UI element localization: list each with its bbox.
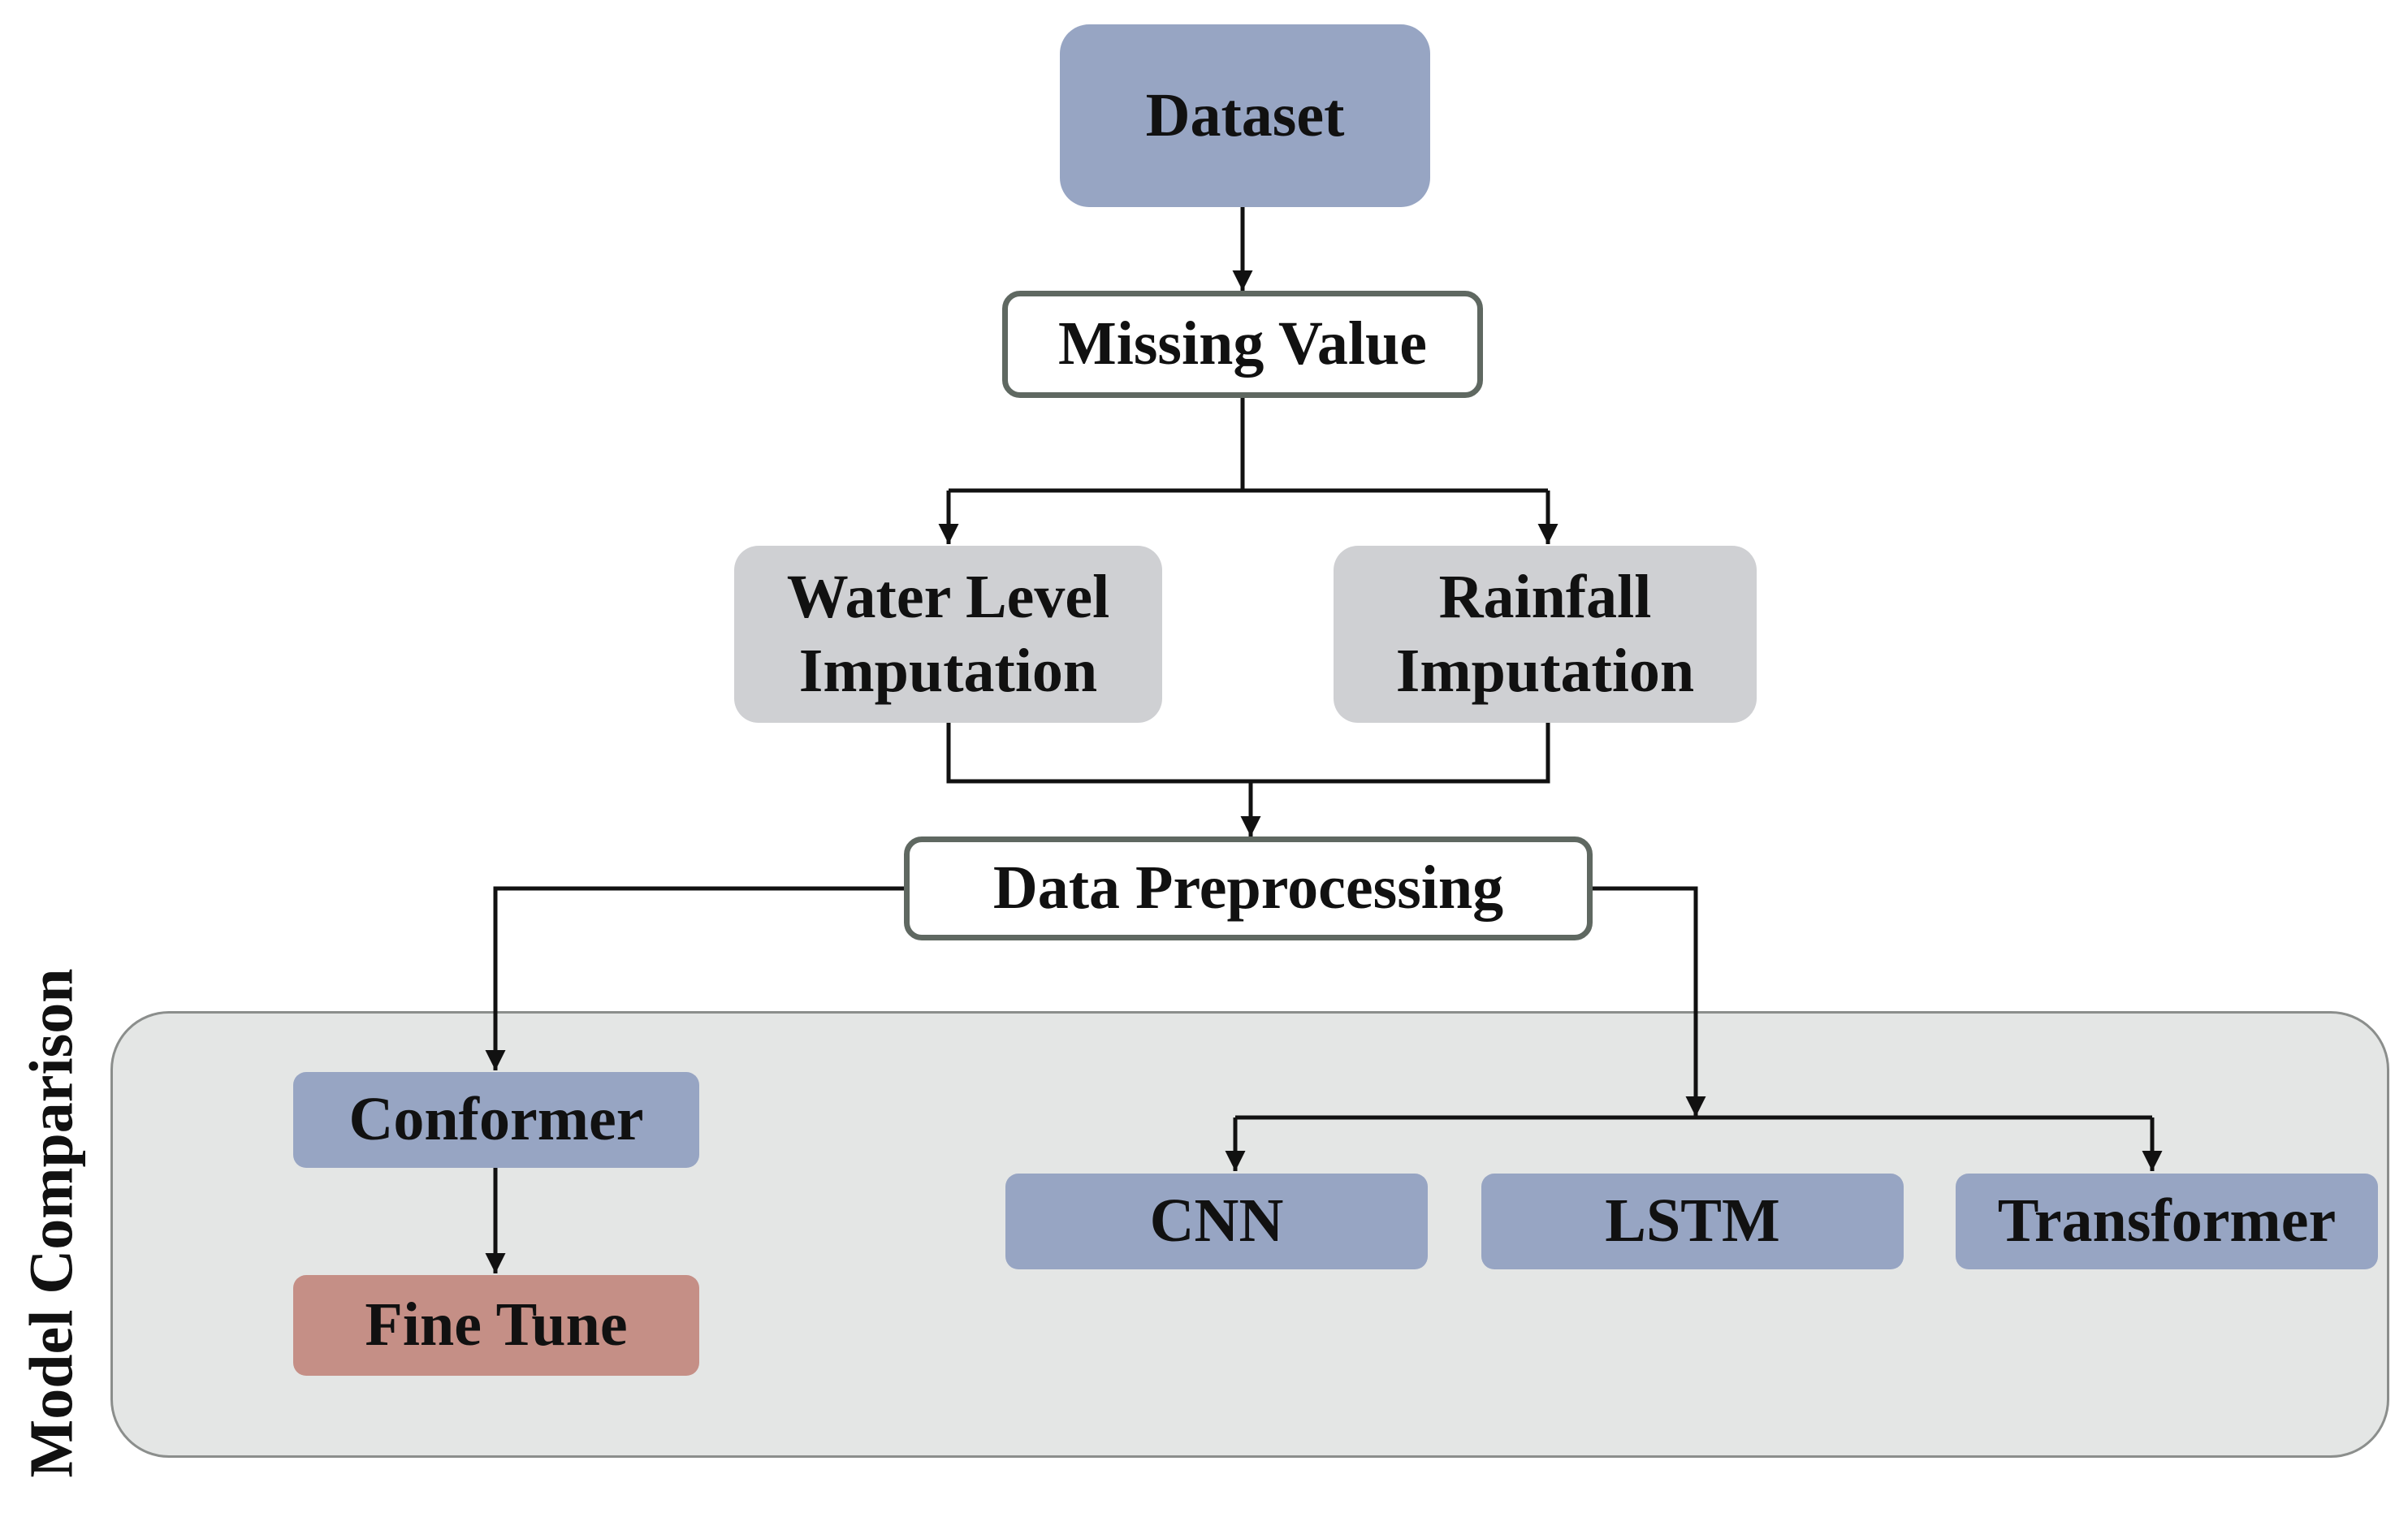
data-preprocessing-node: Data Preprocessing [904, 836, 1593, 940]
missing-value-label: Missing Value [1057, 309, 1428, 378]
transformer-label: Transformer [1997, 1187, 2337, 1256]
water-level-label-line2: Imputation [798, 637, 1098, 705]
cnn-node: CNN [1005, 1174, 1428, 1269]
missing-value-node: Missing Value [1002, 291, 1483, 398]
arrow-preprocessing-to-baselines [1592, 886, 1706, 1117]
rainfall-label-line2: Imputation [1395, 637, 1695, 705]
lstm-node: LSTM [1481, 1174, 1904, 1269]
conformer-node: Conformer [293, 1072, 699, 1168]
data-preprocessing-label: Data Preprocessing [992, 854, 1504, 923]
line-missing-value-split [949, 398, 1548, 493]
conformer-label: Conformer [348, 1085, 644, 1154]
rainfall-imputation-node: Rainfall Imputation [1334, 546, 1757, 723]
transformer-node: Transformer [1956, 1174, 2378, 1269]
fine-tune-label: Fine Tune [365, 1290, 628, 1360]
rainfall-label-line1: Rainfall [1438, 562, 1652, 631]
water-level-label-line1: Water Level [786, 562, 1110, 631]
fine-tune-node: Fine Tune [293, 1275, 699, 1376]
arrow-preprocessing-to-conformer [485, 886, 904, 1070]
lstm-label: LSTM [1605, 1187, 1780, 1256]
dataset-node: Dataset [1060, 24, 1430, 207]
line-imputation-merge [946, 723, 1550, 784]
dataset-label: Dataset [1145, 80, 1345, 149]
water-level-imputation-node: Water Level Imputation [734, 546, 1162, 723]
cnn-label: CNN [1149, 1187, 1284, 1256]
